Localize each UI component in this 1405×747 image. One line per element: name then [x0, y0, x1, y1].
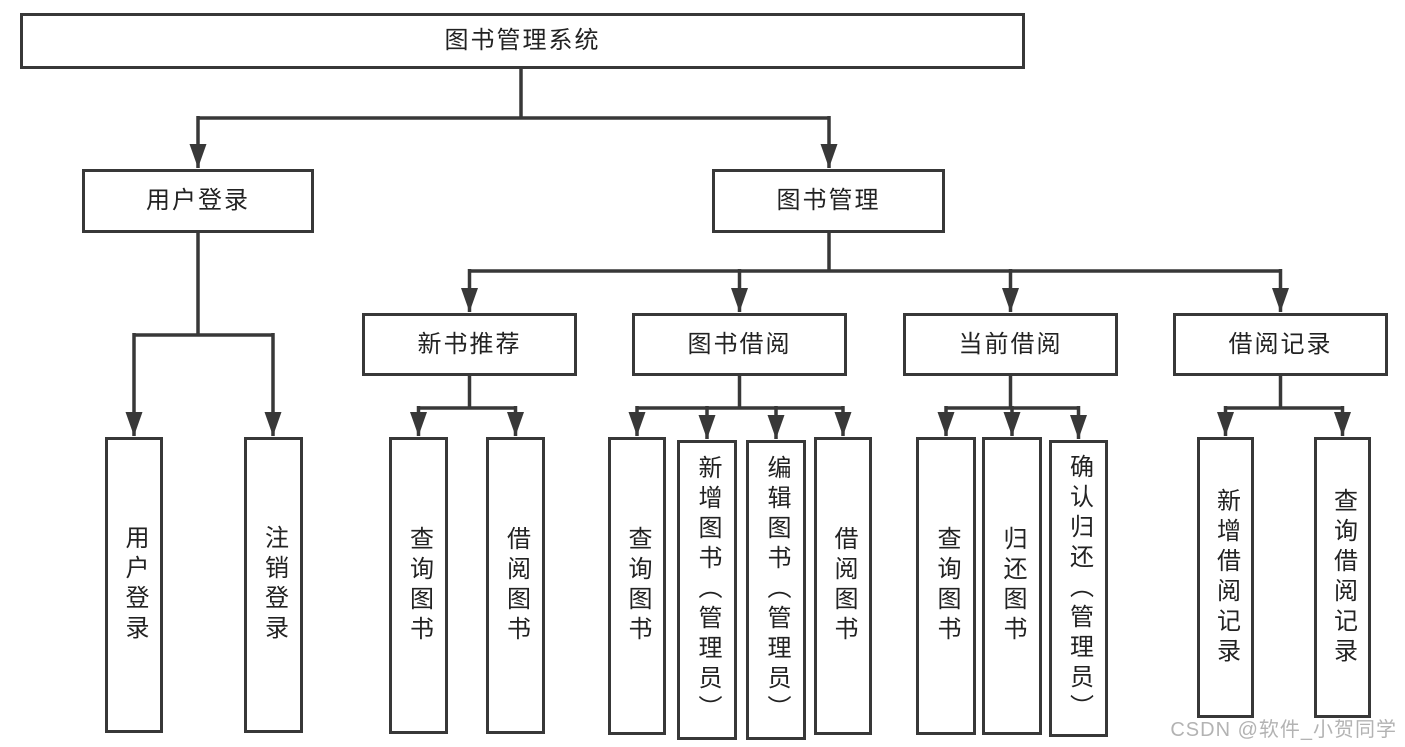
leaf-borrowing-borrow-books-label: 借阅图书 [830, 526, 857, 646]
node-new-book-recommendation-label: 新书推荐 [417, 330, 522, 358]
node-current-borrowing-label: 当前借阅 [958, 330, 1063, 358]
leaf-borrowing-borrow-books: 借阅图书 [814, 437, 872, 735]
node-book-borrowing: 图书借阅 [632, 313, 847, 376]
leaf-query-borrow-record: 查询借阅记录 [1314, 437, 1371, 718]
leaf-edit-books-admin: 编辑图书（管理员） [746, 440, 806, 740]
node-user-login-label: 用户登录 [146, 187, 250, 214]
leaf-confirm-return-admin-label: 确认归还（管理员） [1065, 453, 1093, 724]
leaf-borrowing-query-books: 查询图书 [608, 437, 666, 735]
leaf-current-query-books-label: 查询图书 [933, 526, 960, 646]
leaf-return-books: 归还图书 [982, 437, 1042, 735]
node-borrowing-records: 借阅记录 [1173, 313, 1388, 376]
leaf-logout: 注销登录 [244, 437, 303, 733]
node-library-management-system: 图书管理系统 [20, 13, 1025, 69]
node-book-management: 图书管理 [712, 169, 945, 233]
leaf-add-books-admin-label: 新增图书（管理员） [694, 455, 721, 725]
leaf-current-query-books: 查询图书 [916, 437, 976, 735]
node-current-borrowing: 当前借阅 [903, 313, 1118, 376]
leaf-confirm-return-admin: 确认归还（管理员） [1049, 440, 1108, 737]
leaf-borrowing-query-books-label: 查询图书 [624, 526, 651, 646]
leaf-recommend-query-books: 查询图书 [389, 437, 448, 734]
leaf-logout-label: 注销登录 [260, 525, 288, 645]
watermark-text: CSDN @软件_小贺同学 [1170, 719, 1397, 741]
node-borrowing-records-label: 借阅记录 [1228, 330, 1333, 358]
leaf-recommend-query-books-label: 查询图书 [405, 525, 433, 646]
leaf-query-borrow-record-label: 查询借阅记录 [1329, 487, 1357, 668]
leaf-add-borrow-record: 新增借阅记录 [1197, 437, 1254, 718]
leaf-edit-books-admin-label: 编辑图书（管理员） [763, 455, 790, 725]
node-library-management-system-label: 图书管理系统 [444, 27, 601, 54]
node-new-book-recommendation: 新书推荐 [362, 313, 577, 376]
leaf-user-login-label: 用户登录 [121, 525, 148, 645]
node-book-management-label: 图书管理 [776, 187, 881, 214]
leaf-user-login: 用户登录 [105, 437, 163, 733]
leaf-add-borrow-record-label: 新增借阅记录 [1212, 487, 1240, 668]
leaf-return-books-label: 归还图书 [999, 526, 1026, 646]
node-user-login: 用户登录 [82, 169, 314, 233]
leaf-recommend-borrow-books-label: 借阅图书 [502, 525, 530, 646]
leaf-add-books-admin: 新增图书（管理员） [677, 440, 737, 740]
node-book-borrowing-label: 图书借阅 [687, 330, 792, 358]
leaf-recommend-borrow-books: 借阅图书 [486, 437, 545, 734]
